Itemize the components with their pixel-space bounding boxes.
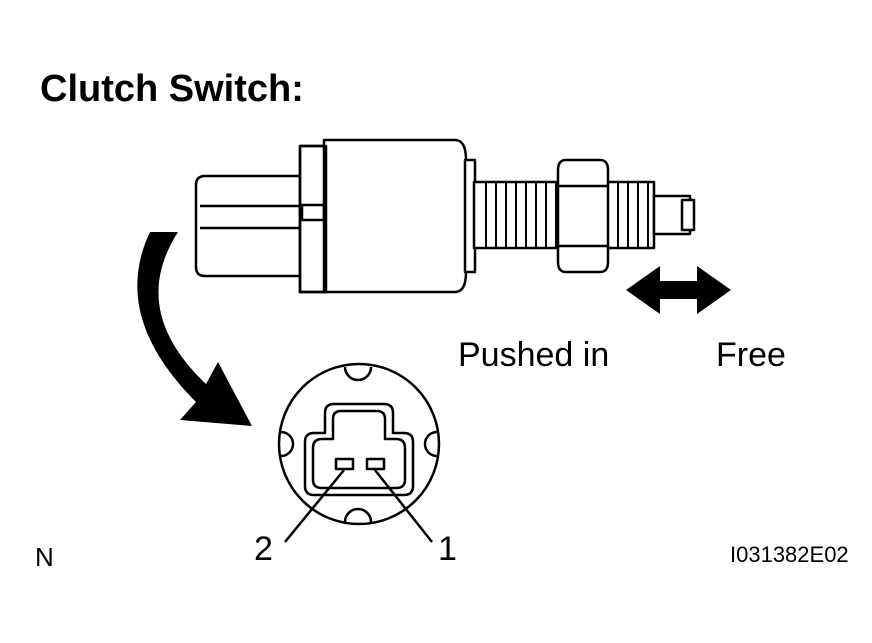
pushed-in-label: Pushed in [458, 336, 610, 374]
terminal-2 [334, 457, 355, 471]
terminal-1 [365, 457, 386, 471]
free-label: Free [716, 336, 786, 374]
pin-2-label: 2 [254, 530, 273, 568]
connector-plug [194, 174, 302, 278]
orientation-label: N [35, 542, 54, 572]
double-arrow-icon [626, 266, 731, 314]
pin-2-leader [284, 469, 345, 543]
pin-1-leader [374, 469, 433, 543]
pin-1-label: 1 [438, 530, 457, 568]
hex-nut [556, 158, 610, 274]
curved-arrow-icon [137, 232, 252, 426]
figure-id: I031382E02 [730, 542, 849, 567]
diagram-title: Clutch Switch: [40, 68, 304, 110]
switch-body [322, 138, 468, 294]
